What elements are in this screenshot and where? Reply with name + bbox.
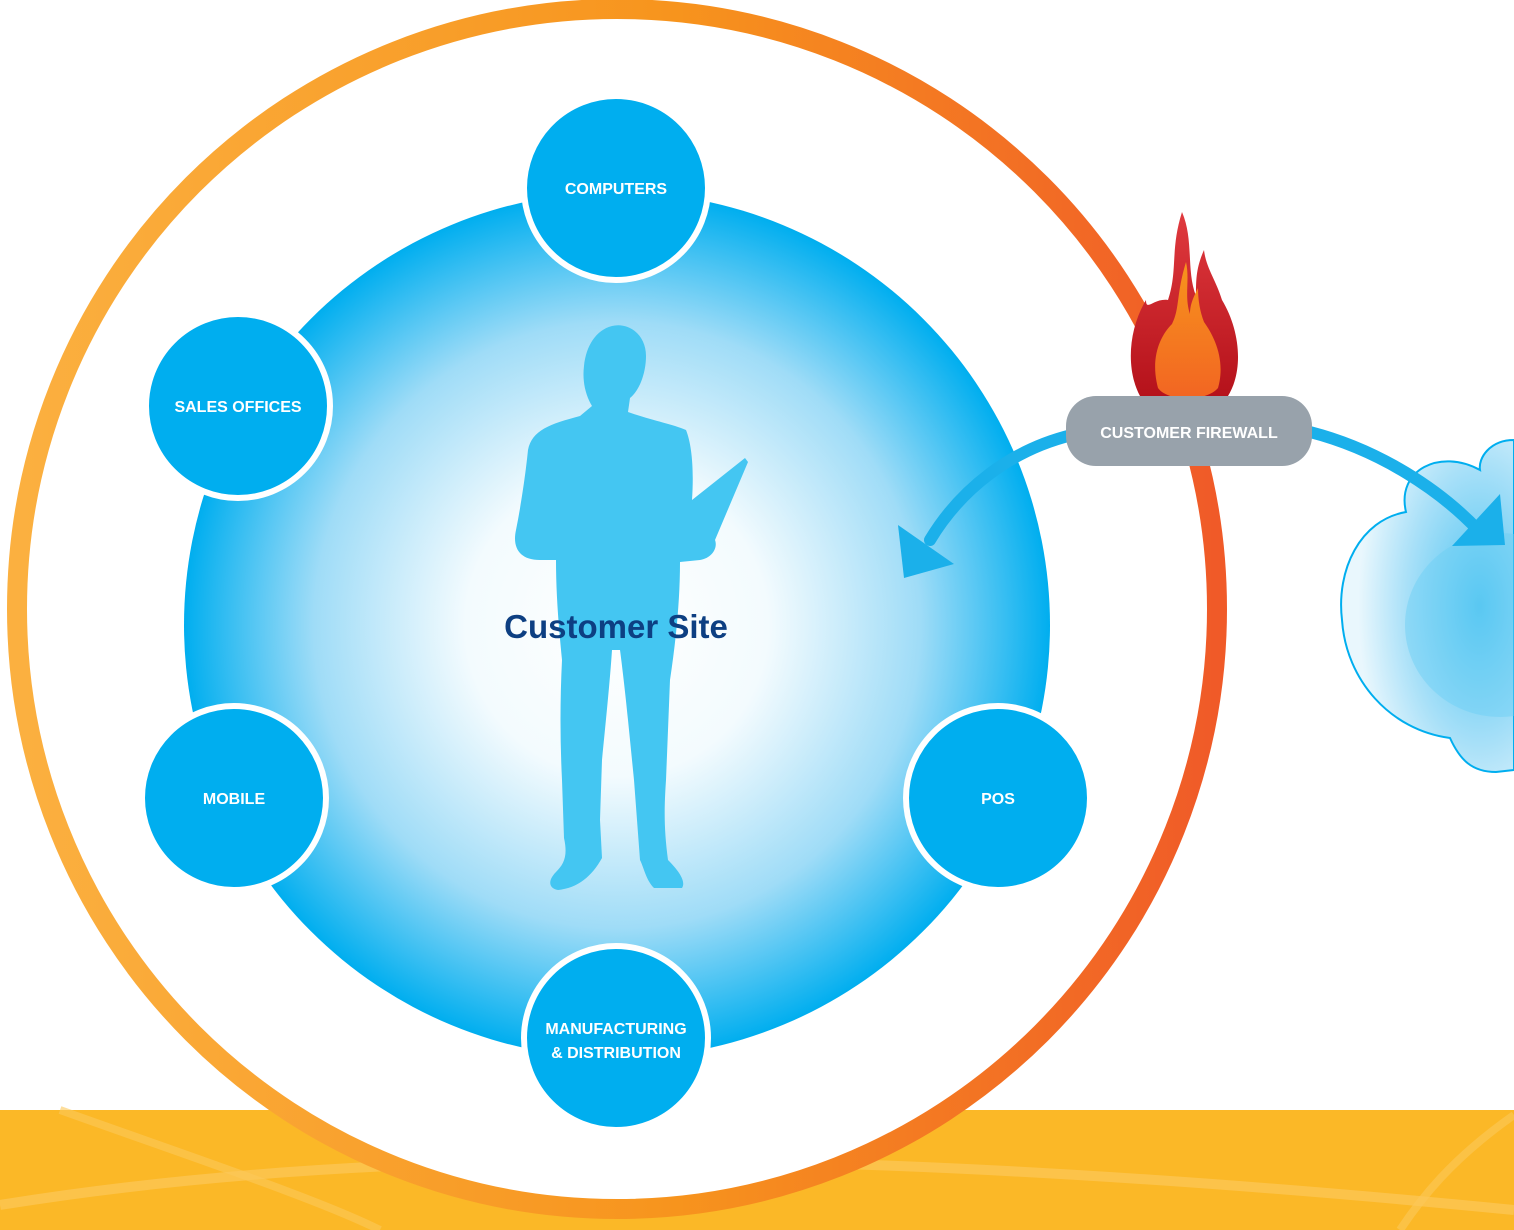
node-label-pos: POS [981, 791, 1015, 808]
customer-firewall[interactable]: CUSTOMER FIREWALL [1066, 396, 1312, 466]
node-computers[interactable]: COMPUTERS [521, 93, 711, 283]
band-swoosh [1396, 1111, 1514, 1230]
center-label: Customer Site [504, 608, 728, 645]
arrow-to-site [898, 429, 1078, 578]
node-label-computers: COMPUTERS [565, 181, 668, 198]
node-label-manufacturing-line-1: MANUFACTURING [545, 1021, 686, 1038]
node-label-manufacturing-line-2: & DISTRIBUTION [551, 1045, 681, 1062]
band-swoosh [58, 1106, 382, 1230]
flame-icon [1130, 212, 1239, 399]
node-label-sales-offices: SALES OFFICES [174, 399, 301, 416]
node-manufacturing[interactable]: MANUFACTURING & DISTRIBUTION [521, 943, 711, 1133]
node-pos[interactable]: POS [903, 703, 1093, 893]
node-sales-offices[interactable]: SALES OFFICES [143, 311, 333, 501]
arrow-to-cloud [1304, 426, 1505, 546]
person-silhouette [515, 325, 748, 890]
node-mobile[interactable]: MOBILE [139, 703, 329, 893]
firewall-label: CUSTOMER FIREWALL [1100, 425, 1278, 442]
node-label-mobile: MOBILE [203, 791, 266, 808]
